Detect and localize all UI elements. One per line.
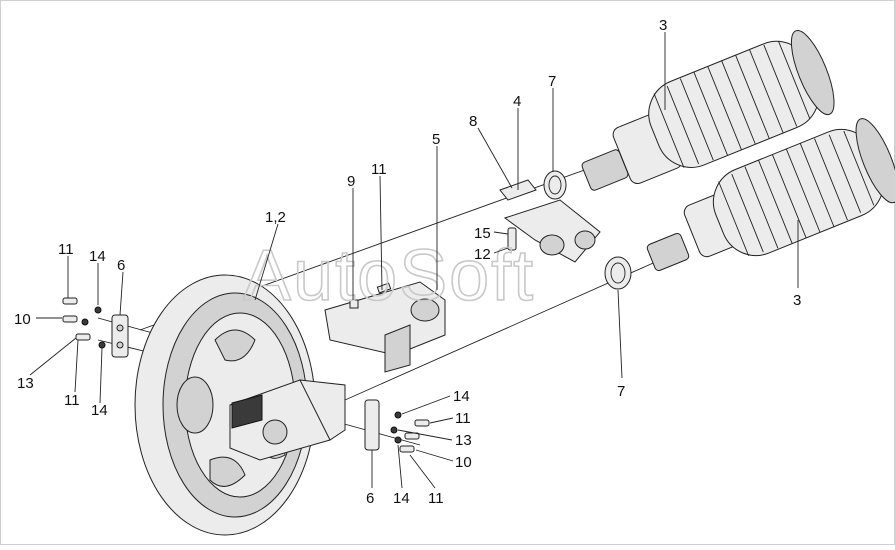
callout-14-left-bottom: 14	[91, 402, 108, 419]
bolt-small	[507, 227, 517, 251]
callout-13-right: 13	[455, 432, 472, 449]
callout-8: 8	[469, 113, 477, 130]
callout-11-right-top: 11	[455, 410, 471, 427]
bolts-right	[390, 411, 430, 453]
clip-right	[364, 399, 380, 451]
callout-6-left: 6	[117, 257, 125, 274]
callout-11-bottom: 11	[428, 490, 444, 507]
callout-10-right: 10	[455, 454, 472, 471]
ring-upper	[543, 170, 567, 200]
callout-3-top: 3	[659, 17, 667, 34]
callout-9: 9	[347, 173, 355, 190]
leader-lines	[29, 32, 799, 489]
callout-3-right: 3	[793, 292, 801, 309]
clip-left	[111, 314, 129, 358]
callout-1-2: 1,2	[265, 209, 286, 226]
callout-14-bottom: 14	[393, 490, 410, 507]
callout-14-left-top: 14	[89, 248, 106, 265]
ring-lower	[604, 256, 632, 290]
callout-labels: 3 3 7 7 4 8 5 9 11 1,2 15 12 11 14 6 10 …	[14, 17, 801, 507]
watermark: AutoSoft	[243, 236, 535, 316]
spring-upper	[581, 29, 835, 191]
callout-6-bottom: 6	[366, 490, 374, 507]
callout-14-right-top: 14	[453, 388, 470, 405]
callout-13-left: 13	[17, 375, 34, 392]
callout-11-mid: 11	[371, 161, 387, 178]
bolts-left	[62, 297, 106, 349]
callout-7-top: 7	[548, 73, 556, 90]
callout-4: 4	[513, 93, 521, 110]
hub-block	[229, 379, 346, 461]
callout-12: 12	[474, 246, 491, 263]
callout-15: 15	[474, 225, 491, 242]
callout-5: 5	[432, 131, 440, 148]
callout-11-left-top: 11	[58, 241, 74, 258]
center-bracket	[324, 281, 446, 373]
spring-lower	[646, 118, 895, 272]
callout-7-bottom: 7	[617, 383, 625, 400]
callout-11-left-bottom: 11	[64, 392, 80, 409]
callout-10-left: 10	[14, 311, 31, 328]
